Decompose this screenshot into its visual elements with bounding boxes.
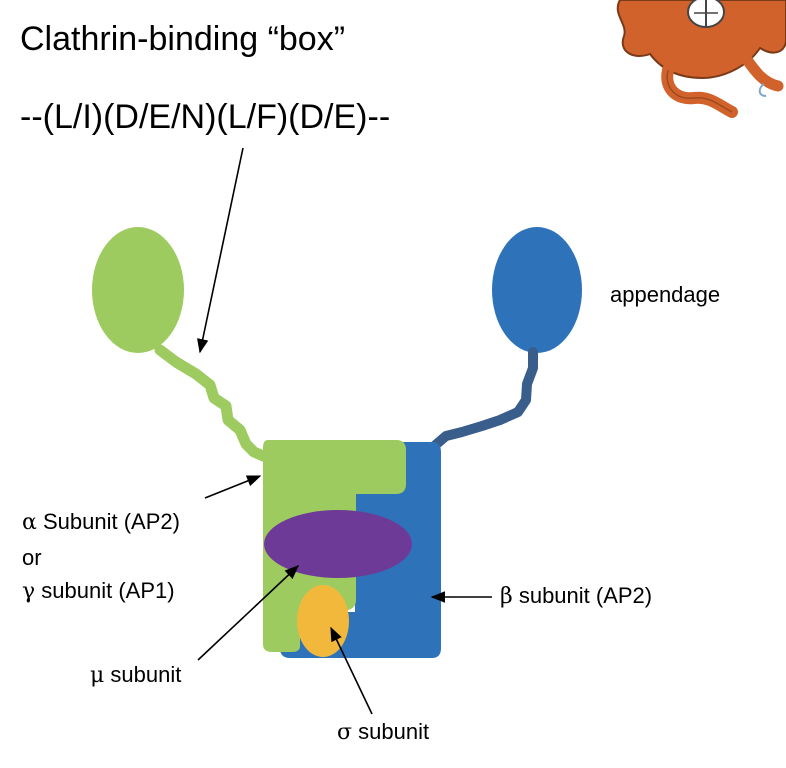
- alpha-subunit-label: α Subunit (AP2): [22, 511, 180, 534]
- sigma-subunit-label: σ subunit: [337, 721, 429, 744]
- beta-appendage: [492, 227, 582, 353]
- title: Clathrin-binding “box”: [20, 20, 346, 58]
- gamma-subunit-label: γ subunit (AP1): [22, 580, 175, 603]
- alpha-symbol: α: [22, 510, 37, 535]
- alpha-arrow: [204, 475, 262, 499]
- gamma-symbol: γ: [22, 579, 36, 604]
- beta-label-text: subunit (AP2): [512, 583, 653, 608]
- mascot-image: [616, 0, 786, 118]
- alpha-label-text: Subunit (AP2): [36, 509, 180, 534]
- mu-subunit-label: μ subunit: [90, 664, 181, 687]
- sigma-subunit: [297, 585, 349, 657]
- or-label: or: [22, 545, 42, 570]
- beta-symbol: β: [500, 584, 513, 609]
- sigma-arrow: [330, 626, 373, 715]
- mu-symbol: μ: [90, 663, 105, 688]
- gamma-label-text: subunit (AP1): [35, 578, 175, 603]
- mu-label-text: subunit: [104, 662, 182, 687]
- mu-subunit: [264, 510, 412, 578]
- beta-hinge: [420, 347, 538, 467]
- motif-sequence: --(L/I)(D/E/N)(L/F)(D/E)--: [20, 98, 391, 136]
- sigma-label-text: subunit: [352, 719, 430, 744]
- mu-arrow: [197, 565, 300, 661]
- motif-arrow: [197, 147, 244, 354]
- beta-subunit-label: β subunit (AP2): [500, 585, 652, 608]
- alpha-hinge: [154, 344, 274, 464]
- sigma-symbol: σ: [337, 720, 353, 745]
- alpha-appendage: [92, 227, 184, 353]
- appendage-label: appendage: [610, 282, 721, 307]
